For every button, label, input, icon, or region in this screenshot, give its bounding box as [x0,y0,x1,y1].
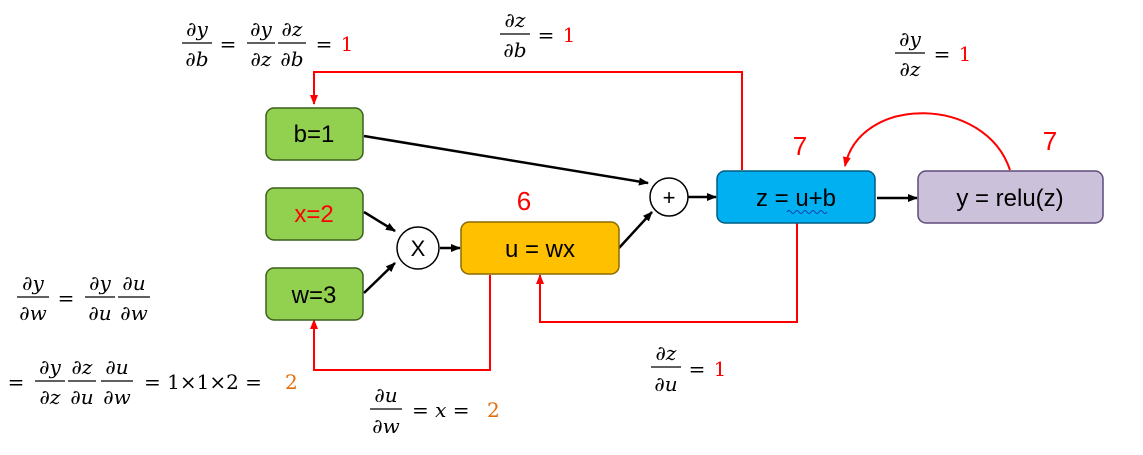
frac-num: ∂y [89,271,111,295]
frac-den: ∂w [372,414,399,438]
result-value: 1 [714,357,727,381]
frac-num: ∂z [656,341,677,365]
frac-den: ∂z [900,57,921,81]
edge-w-to-mul [363,262,396,294]
grad-path-y-to-z [842,112,1011,171]
node-z: z = u+b [716,170,876,224]
product-text: = 1×1×2 = [144,370,262,394]
frac-num: ∂u [374,383,397,407]
frac-den: ∂b [185,47,208,71]
equals: = [220,32,237,56]
forward-edges [363,134,918,294]
node-mul-label: X [411,236,426,261]
frac-den: ∂u [654,372,677,396]
equation-text: = x = [412,398,470,422]
grad-path-u-to-w [310,275,491,371]
formula-dz-du: ∂z ∂u = 1 [651,341,726,396]
formula-dy-dw-line2: = ∂y ∂z ∂z ∂u ∂u ∂w = 1×1×2 = 2 [8,355,298,409]
node-z-label: z = u+b [756,185,836,212]
frac-num: ∂z [505,8,526,32]
gradient-edges [310,71,1011,371]
formula-dy-dw-line1: ∂y ∂w = ∂y ∂u ∂u ∂w [17,271,150,325]
node-u-label: u = wx [505,236,575,263]
frac-num: ∂z [282,17,303,41]
result-value: 2 [487,398,500,422]
node-add: + [649,177,689,217]
equals: = [58,286,75,310]
frac-num: ∂u [122,271,145,295]
frac-den: ∂w [103,385,130,409]
value-z: 7 [793,131,807,161]
node-y-label: y = relu(z) [956,185,1063,212]
node-b: b=1 [265,107,364,161]
result-value: 1 [341,32,354,56]
frac-den: ∂b [280,47,303,71]
equals: = [689,357,706,381]
node-b-label: b=1 [294,121,335,148]
grad-path-z-to-u [536,223,798,323]
edge-b-to-add [363,134,649,186]
frac-num: ∂y [39,355,61,379]
equals: = [934,42,951,66]
equals: = [8,370,25,394]
formula-dz-db: ∂z ∂b = 1 [500,8,575,62]
node-x: x=2 [265,187,364,241]
frac-num: ∂y [250,17,272,41]
frac-den: ∂w [120,301,147,325]
result-value: 2 [285,370,298,394]
frac-den: ∂w [19,301,46,325]
equals: = [316,32,333,56]
node-mul: X [396,226,440,270]
node-w: w=3 [265,267,364,321]
node-y: y = relu(z) [917,170,1104,224]
result-value: 1 [563,23,576,47]
frac-num: ∂y [186,17,208,41]
formula-du-dw: ∂u ∂w = x = 2 [370,383,500,438]
frac-num: ∂y [22,271,44,295]
value-y: 7 [1043,126,1057,156]
frac-den: ∂u [88,301,111,325]
frac-num: ∂y [899,27,921,51]
edge-u-to-add [618,211,653,249]
frac-num: ∂z [72,355,93,379]
frac-den: ∂z [251,47,272,71]
frac-den: ∂u [70,385,93,409]
node-u: u = wx [460,221,620,275]
frac-den: ∂b [503,38,526,62]
node-x-label: x=2 [294,201,333,228]
node-w-label: w=3 [291,282,337,309]
value-u: 6 [517,186,531,216]
spellcheck-underline [786,210,828,214]
frac-den: ∂z [40,385,61,409]
result-value: 1 [959,42,972,66]
edge-x-to-mul [363,210,396,233]
grad-path-z-to-b [310,71,743,170]
frac-num: ∂u [105,355,128,379]
node-add-label: + [663,185,676,210]
formula-dy-dz: ∂y ∂z = 1 [895,27,971,81]
equals: = [538,23,555,47]
formula-dy-db: ∂y ∂b = ∂y ∂z ∂z ∂b = 1 [182,17,353,71]
